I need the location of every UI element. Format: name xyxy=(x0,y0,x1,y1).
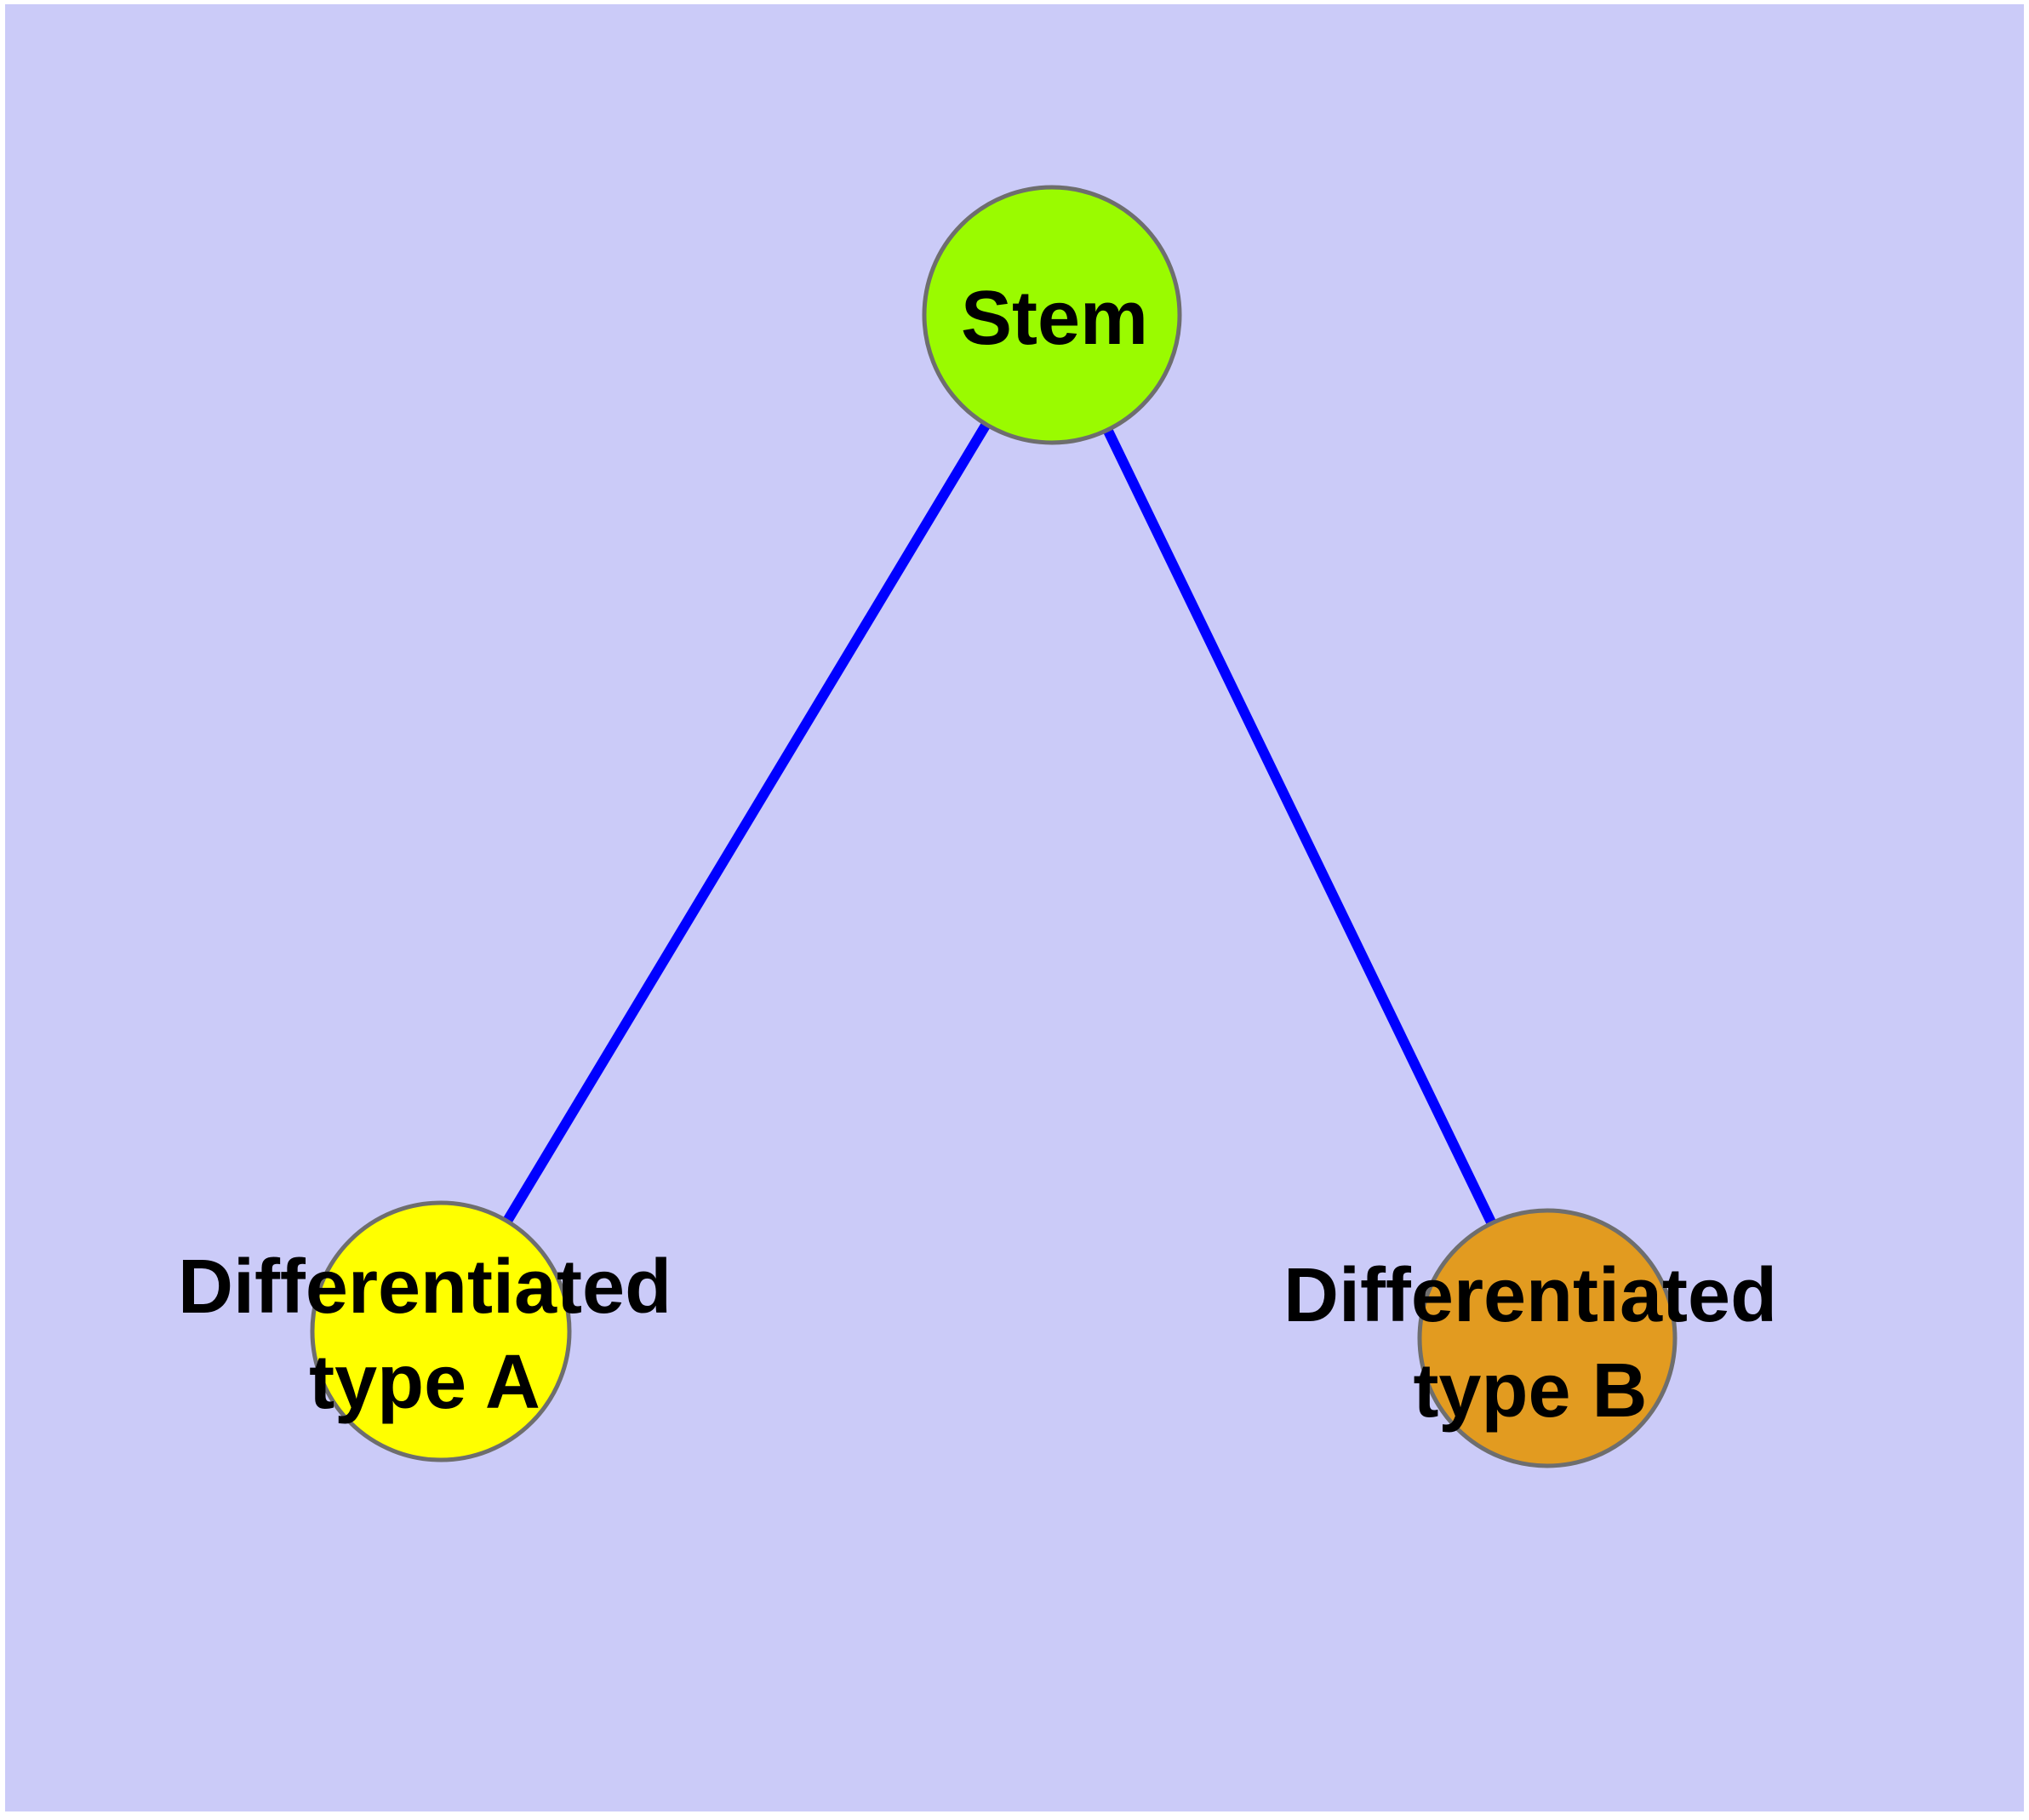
node-stem-circle[interactable] xyxy=(922,185,1182,445)
edge-stem-to-type-b xyxy=(1047,312,1552,1341)
edge-stem-to-type-a xyxy=(436,312,1057,1335)
node-differentiated-type-a-circle[interactable] xyxy=(310,1200,572,1462)
node-differentiated-type-b-circle[interactable] xyxy=(1417,1208,1677,1468)
